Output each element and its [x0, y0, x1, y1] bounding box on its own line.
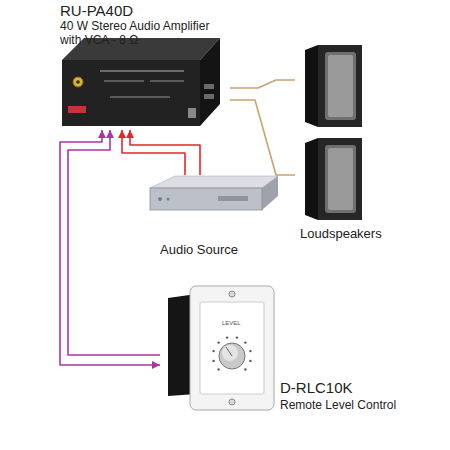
scale-tick — [217, 368, 219, 370]
panel-marking — [110, 96, 170, 98]
speaker-side — [305, 138, 318, 220]
source-button — [167, 198, 170, 201]
source-side — [262, 176, 278, 210]
scale-tick — [249, 360, 251, 362]
speaker-cabinet — [318, 45, 362, 127]
control-label: LEVEL — [222, 320, 241, 326]
panel-marking — [100, 70, 184, 72]
scale-tick — [244, 368, 246, 370]
signal-wire — [230, 100, 295, 175]
device-name: D-RLC10K — [280, 379, 353, 396]
device-description: 40 W Stereo Audio Amplifier with VCA - 8… — [60, 20, 225, 48]
scale-tick — [226, 336, 228, 338]
scale-tick — [212, 350, 214, 352]
device-name: Audio Source — [160, 243, 238, 258]
screw — [229, 399, 235, 405]
terminal-block — [188, 108, 196, 118]
level-knob — [219, 343, 245, 369]
scale-tick — [244, 341, 246, 343]
amplifier-top — [62, 38, 220, 60]
knob-highlight — [222, 345, 238, 361]
speaker-terminal — [204, 94, 214, 99]
signal-wire — [60, 130, 160, 365]
speaker-side — [305, 45, 318, 127]
speaker-grille — [328, 148, 353, 210]
signal-wire — [122, 130, 185, 175]
plate-insert — [200, 302, 264, 394]
speaker-cabinet — [318, 138, 362, 220]
rca-jack — [73, 77, 83, 87]
loudspeaker-node: Loudspeakers — [295, 40, 375, 245]
connector-layer — [60, 80, 295, 365]
amplifier-side — [200, 38, 220, 126]
speaker-terminal — [204, 84, 214, 89]
rca-jack-hole — [76, 80, 80, 84]
device-name: RU-PA40D — [60, 2, 133, 19]
remote-control-node: D-RLC10K Remote Level Control — [160, 282, 405, 417]
wall-plate — [190, 286, 274, 410]
device-name: Loudspeakers — [300, 227, 382, 242]
scale-tick — [236, 336, 238, 338]
panel-marking — [150, 80, 184, 82]
terminal-block — [68, 106, 86, 113]
scale-tick — [217, 341, 219, 343]
amplifier-node: RU-PA40D40 W Stereo Audio Amplifier with… — [58, 2, 230, 130]
source-display — [218, 196, 248, 201]
signal-wire — [230, 80, 295, 88]
scale-tick — [249, 350, 251, 352]
source-button — [158, 197, 162, 201]
signal-wire — [68, 130, 160, 355]
source-front — [150, 188, 262, 210]
device-description: Remote Level Control — [280, 399, 396, 413]
audio-source-node: Audio Source — [140, 175, 280, 260]
panel-marking — [104, 80, 144, 82]
screw — [229, 291, 235, 297]
source-top — [150, 176, 278, 188]
speaker-grille — [325, 52, 356, 120]
speaker-grille — [325, 145, 356, 213]
speaker-grille — [328, 55, 353, 117]
amplifier-front — [62, 60, 200, 126]
scale-tick — [212, 360, 214, 362]
knob-indicator — [226, 347, 232, 356]
